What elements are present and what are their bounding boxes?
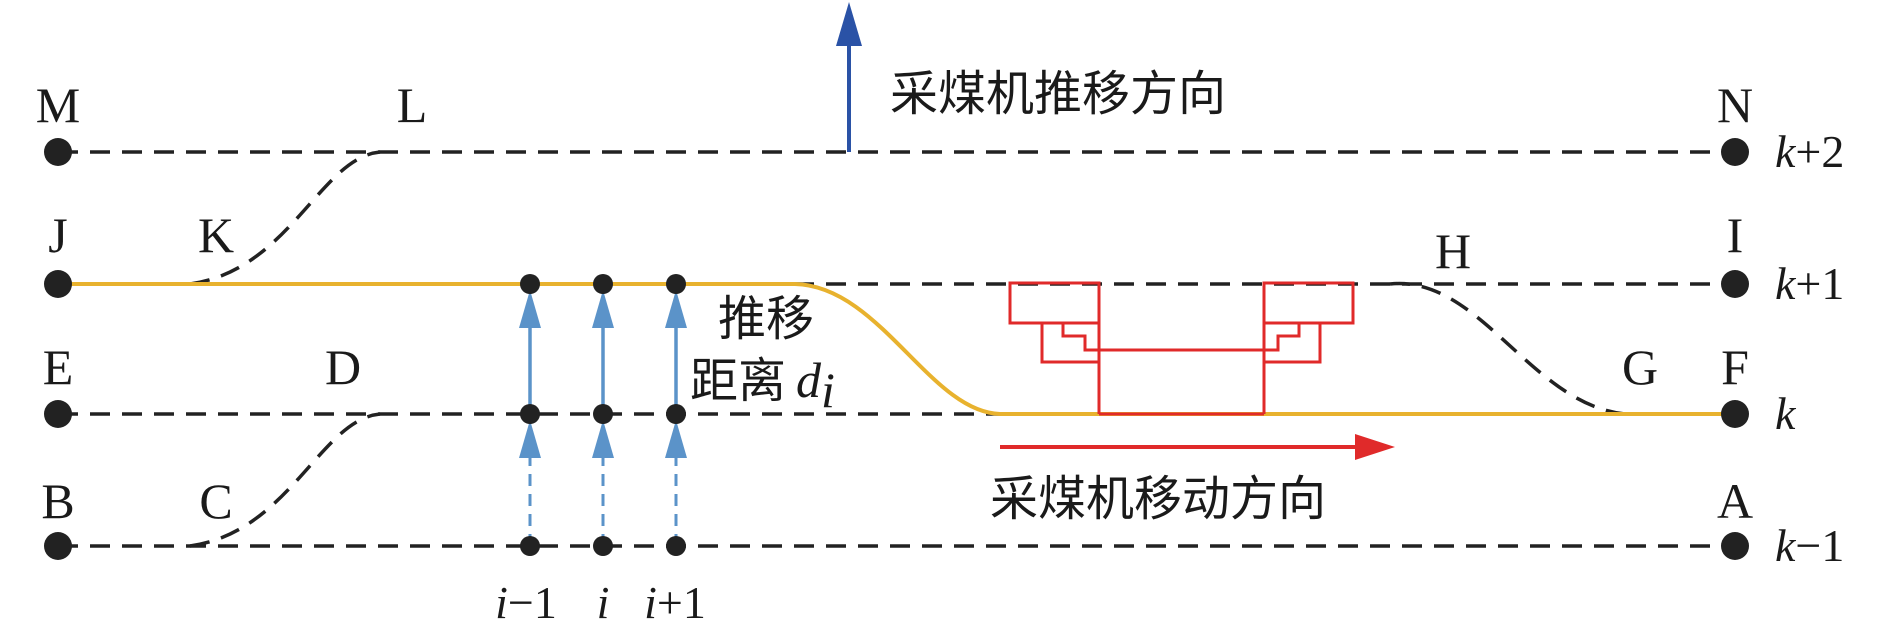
row-label-k: k <box>1775 388 1797 439</box>
row-label-k-plus-2: k+2 <box>1775 126 1844 177</box>
support-label-i-plus-1: i+1 <box>644 577 706 628</box>
label-G: G <box>1622 339 1658 395</box>
advance-direction-arrow <box>836 2 862 152</box>
label-L: L <box>397 77 428 133</box>
label-B: B <box>41 473 74 529</box>
curve-H-G <box>1389 281 1626 416</box>
node-I <box>1721 270 1749 298</box>
support-node <box>666 536 686 556</box>
node-M <box>44 138 72 166</box>
node-N <box>1721 138 1749 166</box>
row-label-k-plus-1: k+1 <box>1775 258 1844 309</box>
label-N: N <box>1717 77 1753 133</box>
label-C: C <box>199 473 232 529</box>
node-F <box>1721 400 1749 428</box>
support-i-minus-1 <box>519 290 541 546</box>
shearer-machine <box>1008 281 1355 416</box>
support-labels: i−1 i i+1 <box>495 577 706 628</box>
label-H: H <box>1435 223 1471 279</box>
label-D: D <box>325 339 361 395</box>
support-node <box>520 404 540 424</box>
label-K: K <box>198 207 234 263</box>
node-B <box>44 532 72 560</box>
support-node <box>593 274 613 294</box>
label-A: A <box>1717 473 1753 529</box>
support-node <box>666 274 686 294</box>
node-J <box>44 270 72 298</box>
label-E: E <box>43 339 74 395</box>
curve-C-D <box>189 412 381 548</box>
conveyor-curve <box>58 282 1735 416</box>
label-I: I <box>1727 207 1744 263</box>
support-node <box>593 404 613 424</box>
support-node <box>593 536 613 556</box>
support-node <box>520 274 540 294</box>
nodes <box>44 138 1749 560</box>
curve-K-L <box>189 150 381 286</box>
move-direction-label: 采煤机移动方向 <box>990 471 1326 527</box>
row-labels: k+2 k+1 k k−1 <box>1775 126 1844 571</box>
support-label-i: i <box>597 577 610 628</box>
push-distance-line1: 推移 <box>718 291 814 347</box>
track-lines <box>58 150 1735 548</box>
shearer-move-arrow <box>1000 434 1395 460</box>
support-i-plus-1 <box>665 290 687 546</box>
support-label-i-minus-1: i−1 <box>495 577 557 628</box>
row-label-k-minus-1: k−1 <box>1775 520 1844 571</box>
advance-direction-label: 采煤机推移方向 <box>890 66 1226 122</box>
node-E <box>44 400 72 428</box>
support-node <box>666 404 686 424</box>
support-arrows <box>519 290 687 546</box>
label-J: J <box>48 207 67 263</box>
label-M: M <box>36 77 80 133</box>
node-A <box>1721 532 1749 560</box>
point-labels: M L N J K H I E D G F B C A <box>36 77 1753 529</box>
label-F: F <box>1721 339 1749 395</box>
support-node <box>520 536 540 556</box>
support-i <box>592 290 614 546</box>
